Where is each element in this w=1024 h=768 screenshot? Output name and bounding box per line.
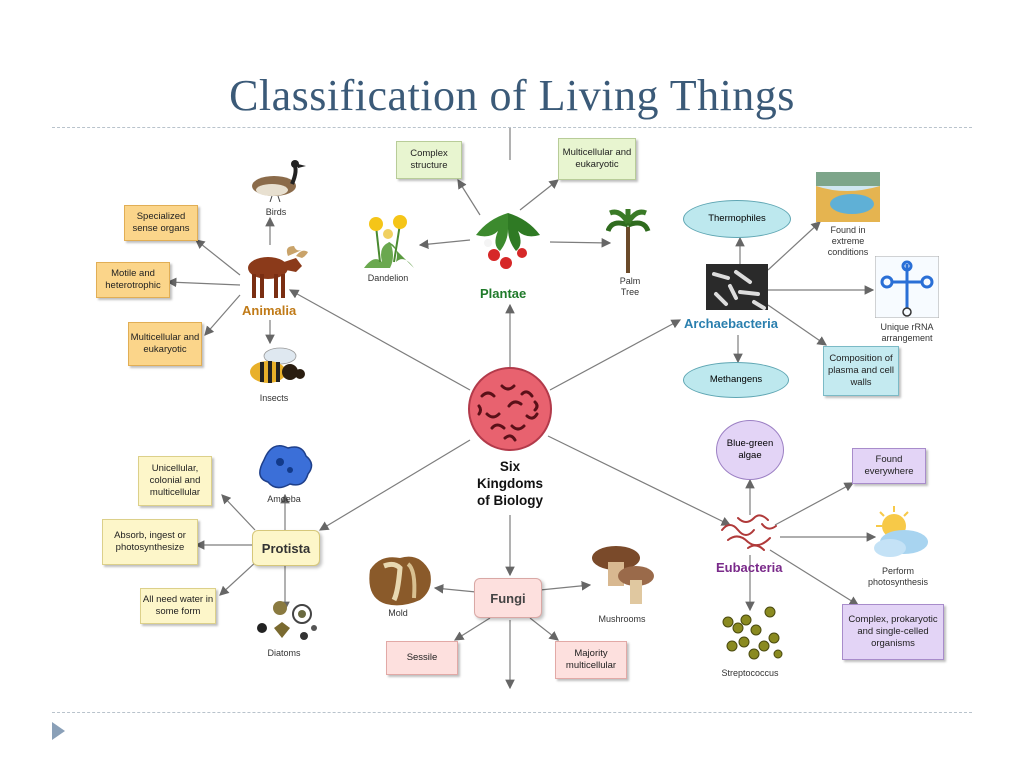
kingdom-fungi: Fungi	[474, 578, 542, 618]
streptococcus-icon	[722, 606, 783, 660]
bacteria-circle-icon	[468, 367, 552, 451]
blue-green-algae-oval: Blue-green algae	[716, 420, 784, 480]
eubacteria-trait-complex: Complex, prokaryotic and single-celled o…	[842, 604, 944, 660]
archaebacteria-micrograph-icon	[706, 264, 768, 310]
sun-cloud-icon	[874, 506, 928, 557]
protista-trait-unicellular: Unicellular, colonial and multicellular	[138, 456, 212, 506]
mold-icon	[369, 556, 431, 606]
amoeba-label: Amoeba	[267, 494, 301, 504]
thermophiles-oval: Thermophiles	[683, 200, 791, 238]
birds-label: Birds	[265, 207, 287, 217]
palm-tree-label-text: Palm Tree	[619, 276, 641, 297]
kingdom-protista: Protista	[252, 530, 320, 566]
dandelion-icon	[364, 215, 414, 268]
hot-spring-icon	[816, 172, 880, 222]
methangens-oval: Methangens	[683, 362, 789, 398]
eubacteria-trait-everywhere: Found everywhere	[852, 448, 926, 484]
kingdom-animalia: Animalia	[242, 303, 297, 318]
mold-label: Mold	[388, 608, 408, 618]
diatoms-label: Diatoms	[267, 648, 301, 658]
photosynthesis-label: Perform photosynthesis	[867, 566, 929, 587]
kingdom-plantae: Plantae	[480, 286, 527, 301]
protista-trait-absorb: Absorb, ingest or photosynthesize	[102, 519, 198, 565]
fungi-trait-multicellular: Majority multicellular	[555, 641, 627, 679]
center-label-text: Six Kingdoms of Biology	[477, 459, 543, 508]
bird-icon	[252, 160, 306, 202]
strawberry-plant-icon	[476, 213, 540, 269]
rrna-structure-icon	[875, 256, 939, 318]
kingdom-archaebacteria: Archaebacteria	[684, 316, 778, 331]
mushroom-icon	[592, 546, 654, 604]
palm-tree-icon	[606, 209, 651, 273]
center-label: Six Kingdoms of Biology	[455, 458, 565, 509]
streptococcus-label: Streptococcus	[721, 668, 779, 678]
diatoms-icon	[257, 601, 317, 640]
kingdom-eubacteria: Eubacteria	[716, 560, 783, 575]
top-divider	[52, 127, 972, 128]
mushrooms-label: Mushrooms	[598, 614, 646, 624]
animalia-trait-motile: Motile and heterotrophic	[96, 262, 170, 298]
insects-label: Insects	[259, 393, 289, 403]
play-arrow-icon[interactable]	[52, 722, 65, 740]
plantae-trait-multicellular: Multicellular and eukaryotic	[558, 138, 636, 180]
bottom-divider	[52, 712, 972, 713]
extreme-conditions-label: Found in extreme conditions	[827, 225, 869, 257]
eubacteria-icon	[721, 514, 777, 551]
fungi-trait-sessile: Sessile	[386, 641, 458, 675]
moose-icon	[248, 246, 308, 298]
animalia-trait-multicellular: Multicellular and eukaryotic	[128, 322, 202, 366]
plantae-trait-complex: Complex structure	[396, 141, 462, 179]
protista-trait-water: All need water in some form	[140, 588, 216, 624]
animalia-trait-sense-organs: Specialized sense organs	[124, 205, 198, 241]
palm-tree-label: Palm Tree	[610, 276, 650, 298]
dandelion-label: Dandelion	[367, 273, 409, 283]
slide-title: Classification of Living Things	[229, 71, 795, 120]
amoeba-icon	[259, 445, 313, 489]
archaebacteria-trait-composition: Composition of plasma and cell walls	[823, 346, 899, 396]
rrna-label: Unique rRNA arrangement	[880, 322, 934, 343]
bee-icon	[250, 347, 305, 383]
